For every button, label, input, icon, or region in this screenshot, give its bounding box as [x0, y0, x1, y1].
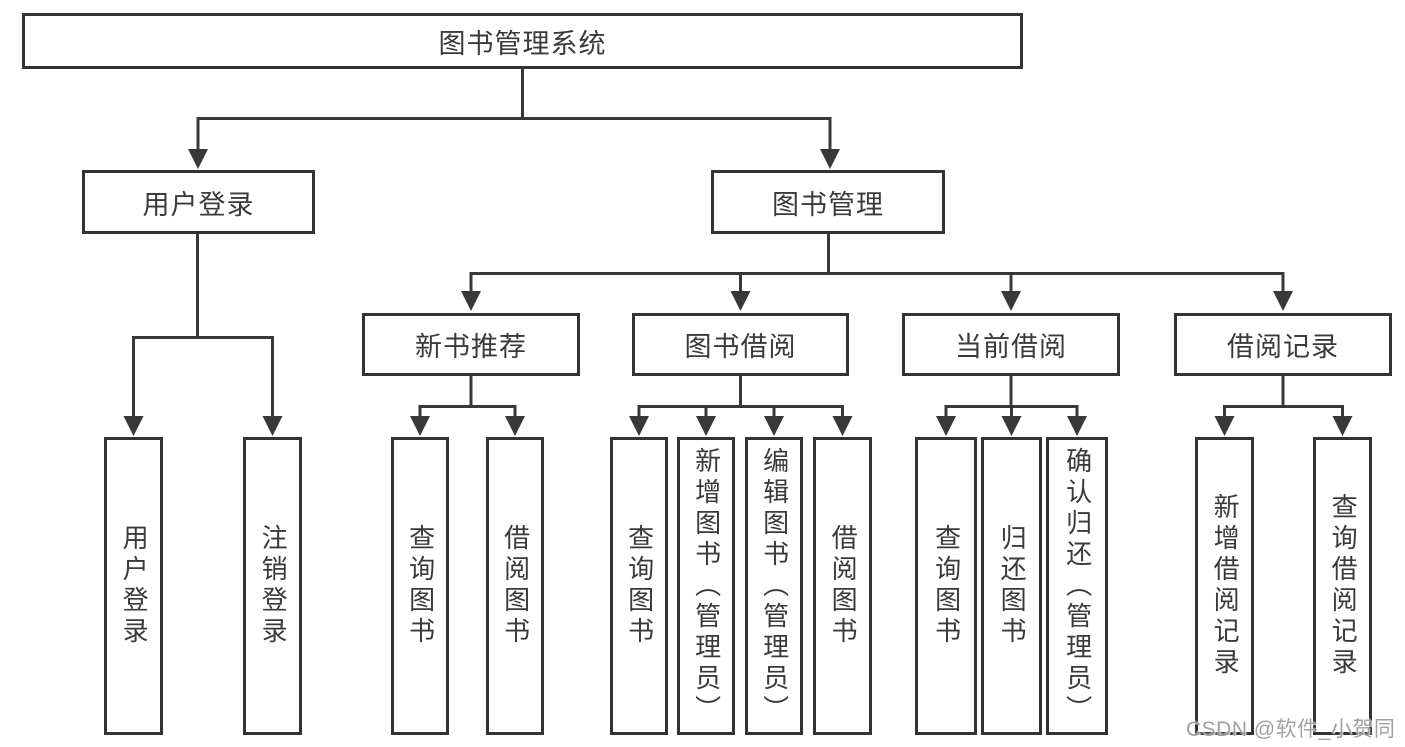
leaf-label: 借阅图书 — [828, 524, 859, 648]
leaf-query-books-current: 查询图书 — [915, 437, 977, 735]
leaf-label: 归还图书 — [997, 524, 1028, 648]
leaf-label: 查询图书 — [405, 524, 436, 648]
connector-book-borrowing — [637, 376, 844, 418]
connector-new-book-recommendation — [418, 376, 517, 418]
node-label: 借阅记录 — [1227, 332, 1339, 362]
leaf-edit-books-admin: 编辑图书（管理员） — [745, 437, 803, 735]
node-library-management-system: 图书管理系统 — [22, 13, 1023, 69]
leaf-logout-login: 注销登录 — [243, 437, 302, 735]
leaf-label: 查询图书 — [624, 524, 655, 648]
leaf-label: 注销登录 — [258, 524, 289, 648]
leaf-borrow-books: 借阅图书 — [813, 437, 872, 735]
node-label: 图书借阅 — [684, 332, 797, 362]
connector-root-to-level1 — [196, 69, 832, 152]
arrowheads — [123, 149, 1353, 436]
node-label: 图书管理 — [772, 189, 884, 220]
leaf-add-books-admin: 新增图书（管理员） — [677, 437, 735, 735]
node-label: 图书管理系统 — [438, 28, 607, 59]
leaf-user-login: 用户登录 — [104, 437, 163, 735]
node-current-borrowing: 当前借阅 — [902, 313, 1120, 376]
leaf-label: 新增图书（管理员） — [691, 446, 722, 726]
node-new-book-recommendation: 新书推荐 — [362, 313, 580, 376]
node-book-management: 图书管理 — [711, 170, 945, 234]
node-label: 当前借阅 — [955, 332, 1067, 362]
connector-book-management-to-groups — [469, 234, 1285, 295]
leaf-borrow-books-recommend: 借阅图书 — [486, 437, 544, 735]
leaf-label: 编辑图书（管理员） — [759, 446, 790, 726]
leaf-label: 借阅图书 — [500, 524, 531, 648]
leaf-query-books-borrowing: 查询图书 — [610, 437, 668, 735]
node-label: 新书推荐 — [415, 332, 527, 362]
connector-user-login-to-leaves — [132, 234, 274, 418]
leaf-add-borrow-record: 新增借阅记录 — [1195, 437, 1254, 735]
node-user-login: 用户登录 — [82, 170, 315, 234]
leaf-confirm-return-admin: 确认归还（管理员） — [1046, 437, 1108, 735]
leaf-label: 查询图书 — [931, 524, 962, 648]
leaf-return-books: 归还图书 — [981, 437, 1042, 735]
leaf-query-borrow-record: 查询借阅记录 — [1313, 437, 1372, 735]
leaf-query-books-recommend: 查询图书 — [391, 437, 449, 735]
leaf-label: 新增借阅记录 — [1210, 493, 1241, 679]
node-borrowing-records: 借阅记录 — [1174, 313, 1392, 376]
node-label: 用户登录 — [142, 189, 255, 220]
connector-current-borrowing — [944, 376, 1079, 418]
leaf-label: 用户登录 — [119, 524, 150, 648]
leaf-label: 查询借阅记录 — [1328, 493, 1359, 679]
connector-borrowing-records — [1223, 376, 1344, 418]
leaf-label: 确认归还（管理员） — [1062, 446, 1093, 726]
node-book-borrowing: 图书借阅 — [632, 313, 849, 376]
csdn-watermark: CSDN @软件_小贺同学 — [1186, 718, 1396, 741]
